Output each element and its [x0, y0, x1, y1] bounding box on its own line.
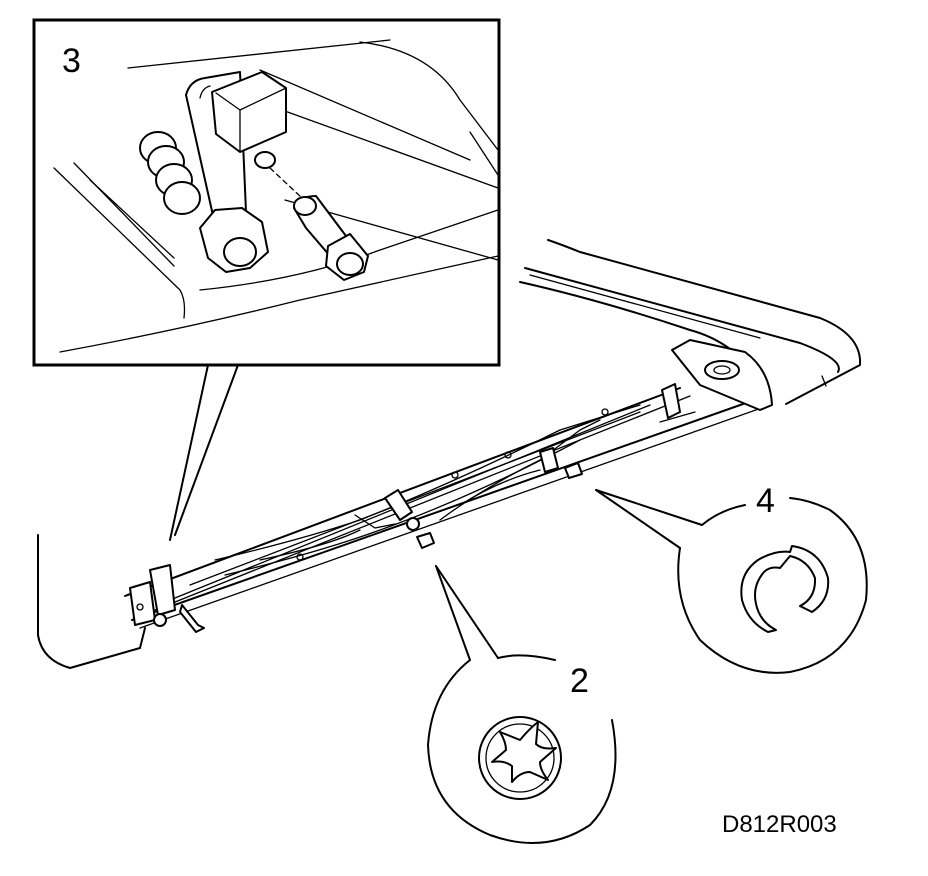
detail-2-circle — [427, 565, 617, 844]
middle-mechanism — [384, 383, 696, 549]
detail-4-circle — [595, 489, 868, 674]
label-4: 4 — [756, 482, 775, 520]
clip-2-on-rail — [416, 532, 435, 549]
guide-rail — [124, 387, 771, 629]
rear-hinge-housing — [671, 339, 773, 411]
inset-3-box — [32, 18, 501, 541]
clip-4-on-rail — [564, 462, 583, 479]
figure-code: D812R003 — [722, 811, 837, 838]
roof-panel — [37, 239, 862, 669]
front-bracket — [129, 564, 205, 633]
label-3: 3 — [62, 42, 81, 80]
label-2: 2 — [570, 662, 589, 700]
